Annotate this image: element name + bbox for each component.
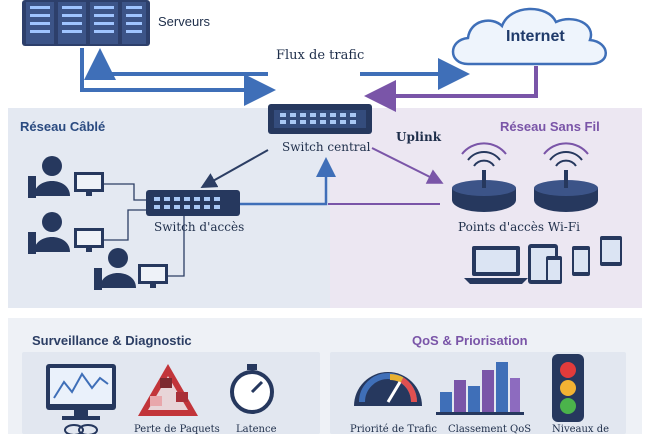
cloud-icon xyxy=(451,7,607,66)
link-icon xyxy=(64,424,98,434)
qos-ranking-label: Classement QoS xyxy=(448,424,532,435)
access-switch-icon xyxy=(146,190,240,216)
monitoring-title: Surveillance & Diagnostic xyxy=(32,333,192,348)
packet-loss-icon xyxy=(138,364,198,416)
qos-title: QoS & Priorisation xyxy=(412,333,528,348)
server-rack-icon xyxy=(22,0,150,46)
workstation-icon xyxy=(28,156,104,198)
smartphone-icon xyxy=(546,256,562,284)
laptop-icon xyxy=(464,246,528,284)
wifi-access-point-icon xyxy=(452,142,516,212)
smartphone-icon xyxy=(572,246,590,276)
access-points-label: Points d'accès Wi-Fi xyxy=(458,220,581,234)
bar-chart-icon xyxy=(436,362,524,415)
uplink-label: Uplink xyxy=(396,130,442,144)
internet-label: Internet xyxy=(506,28,565,45)
packet-loss-label: Perte de Paquets xyxy=(134,424,220,435)
central-switch-icon xyxy=(268,104,372,134)
traffic-flow-label: Flux de trafic xyxy=(276,48,365,63)
wired-network-title: Réseau Câblé xyxy=(20,119,106,134)
workstation-icon xyxy=(28,212,104,254)
traffic-light-icon xyxy=(552,354,584,422)
servers-label: Serveurs xyxy=(158,14,211,29)
traffic-priority-label: Priorité de Trafic xyxy=(350,424,438,435)
wireless-network-title: Réseau Sans Fil xyxy=(500,119,600,134)
gauge-icon xyxy=(354,372,422,406)
latency-label: Latence xyxy=(236,424,277,435)
access-switch-label: Switch d'accès xyxy=(154,220,245,234)
monitor-chart-icon xyxy=(46,364,116,420)
wifi-access-point-icon xyxy=(534,142,598,212)
workstation-icon xyxy=(94,248,168,290)
smartphone-icon xyxy=(600,236,622,266)
stopwatch-icon xyxy=(230,364,274,414)
levels-label: Niveaux de xyxy=(552,424,610,435)
central-switch-label: Switch central xyxy=(282,140,371,154)
